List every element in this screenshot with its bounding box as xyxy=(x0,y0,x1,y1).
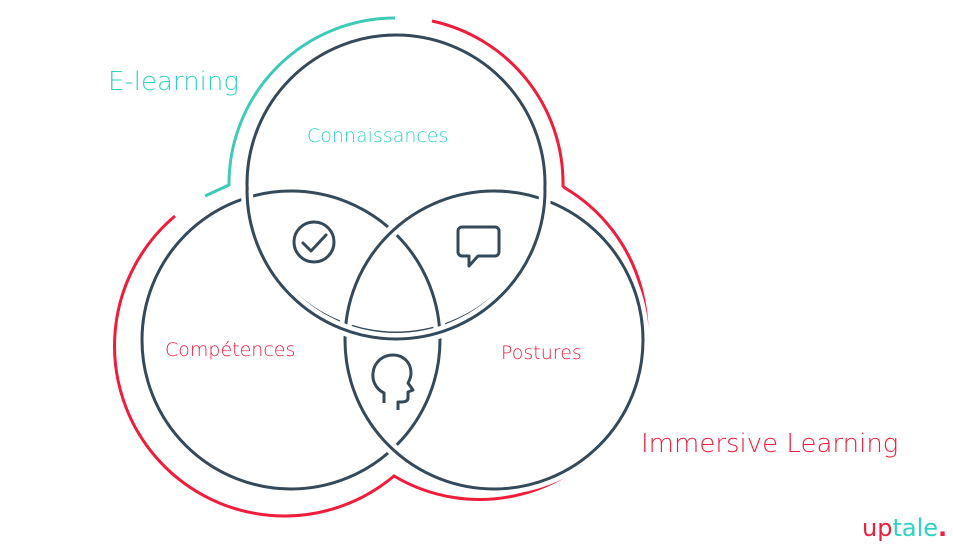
immersive-arc xyxy=(113,19,649,518)
immersive-learning-label: Immersive Learning xyxy=(641,429,899,459)
postures-label: Postures xyxy=(501,342,582,364)
logo-dot: . xyxy=(938,514,948,542)
head-icon xyxy=(371,353,415,410)
elearning-arc xyxy=(204,16,396,198)
competences-label: Compétences xyxy=(165,339,296,361)
elearning-label: E-learning xyxy=(108,67,239,97)
logo-part-up: up xyxy=(862,514,893,542)
connaissances-label: Connaissances xyxy=(307,125,449,147)
speech-bubble-icon xyxy=(456,225,501,268)
check-circle-icon xyxy=(292,220,336,264)
logo-part-tale: tale xyxy=(892,514,939,542)
uptale-logo: uptale. xyxy=(862,514,947,542)
